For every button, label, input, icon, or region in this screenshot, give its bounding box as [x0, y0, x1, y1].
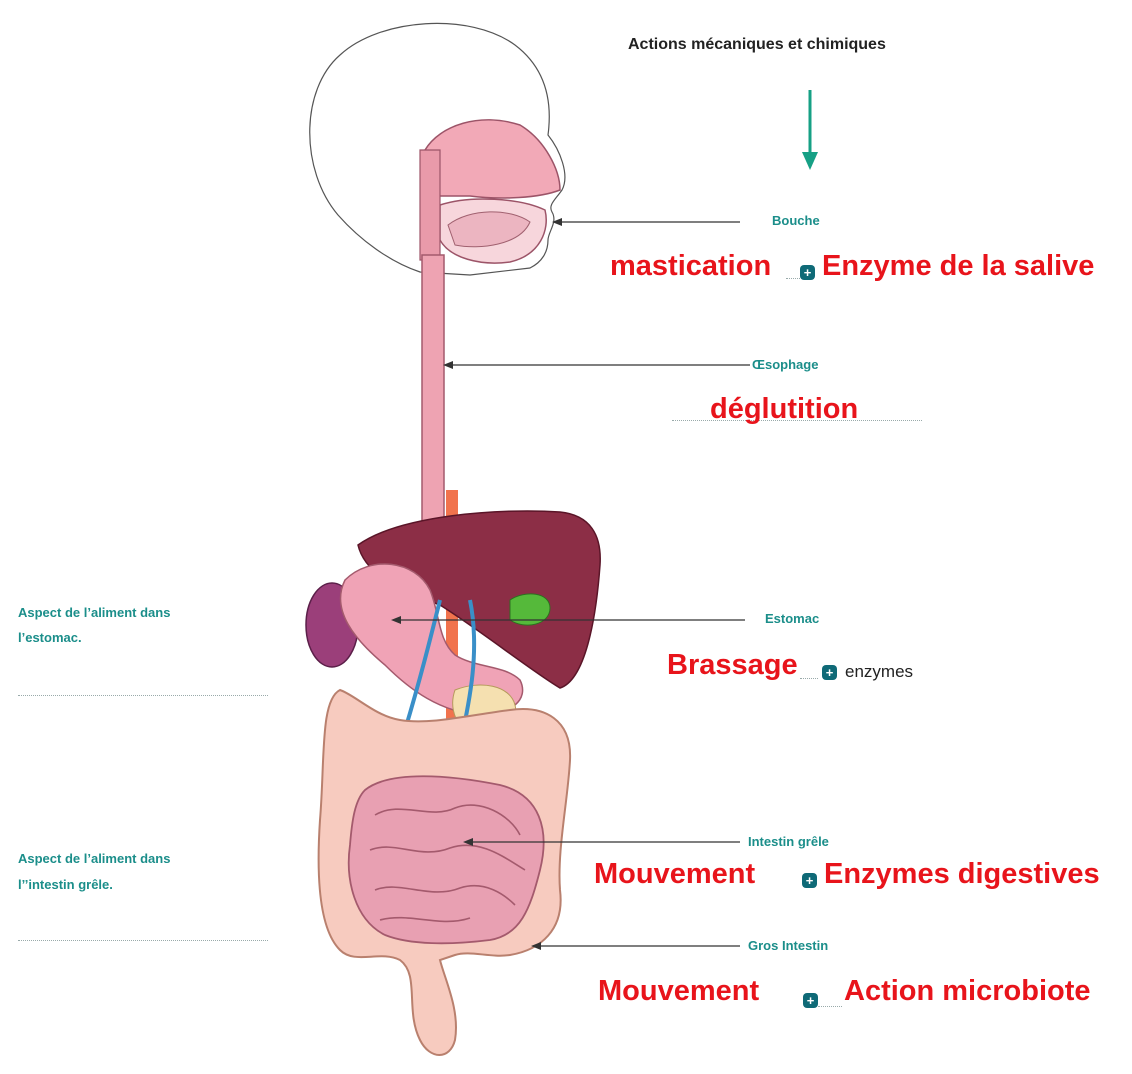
plus-icon: +	[803, 993, 818, 1008]
dotted-line	[786, 278, 800, 279]
esophagus	[422, 255, 444, 540]
organ-label-oesophage: Œsophage	[752, 357, 818, 372]
organ-label-estomac: Estomac	[765, 611, 819, 626]
action-gros-intestin-microbiote: Action microbiote	[844, 975, 1091, 1008]
side-label-intestin-line2: l’’intestin grêle.	[18, 872, 113, 897]
plus-icon: +	[802, 873, 817, 888]
dotted-line	[800, 678, 818, 679]
answer-line-intestin[interactable]	[18, 940, 268, 941]
action-intestin-grele-mouvement: Mouvement	[594, 858, 755, 891]
action-intestin-grele-enzymes: Enzymes digestives	[824, 858, 1100, 891]
action-oesophage-deglutition: déglutition	[710, 393, 858, 426]
organ-label-intestin-grele: Intestin grêle	[748, 834, 829, 849]
action-bouche-enzyme: Enzyme de la salive	[822, 250, 1094, 283]
side-label-estomac-line2: l’estomac.	[18, 625, 82, 650]
small-intestine	[349, 776, 544, 943]
plus-icon: +	[800, 265, 815, 280]
plus-icon: +	[822, 665, 837, 680]
nasal-cavity	[425, 120, 560, 198]
diagram-title: Actions mécaniques et chimiques	[628, 36, 886, 54]
action-estomac-brassage: Brassage	[667, 649, 798, 682]
answer-line-estomac[interactable]	[18, 695, 268, 696]
side-label-estomac-line1: Aspect de l’aliment dans	[18, 600, 170, 625]
side-label-intestin-line1: Aspect de l’aliment dans	[18, 846, 170, 871]
organ-label-gros-intestin: Gros Intestin	[748, 938, 828, 953]
organ-label-bouche: Bouche	[772, 213, 820, 228]
header-arrow-head	[802, 152, 818, 170]
action-estomac-enzymes: enzymes	[845, 662, 913, 682]
pharynx	[420, 150, 440, 260]
action-bouche-mastication: mastication	[610, 250, 771, 283]
action-gros-intestin-mouvement: Mouvement	[598, 975, 759, 1008]
dotted-line	[818, 1006, 842, 1007]
